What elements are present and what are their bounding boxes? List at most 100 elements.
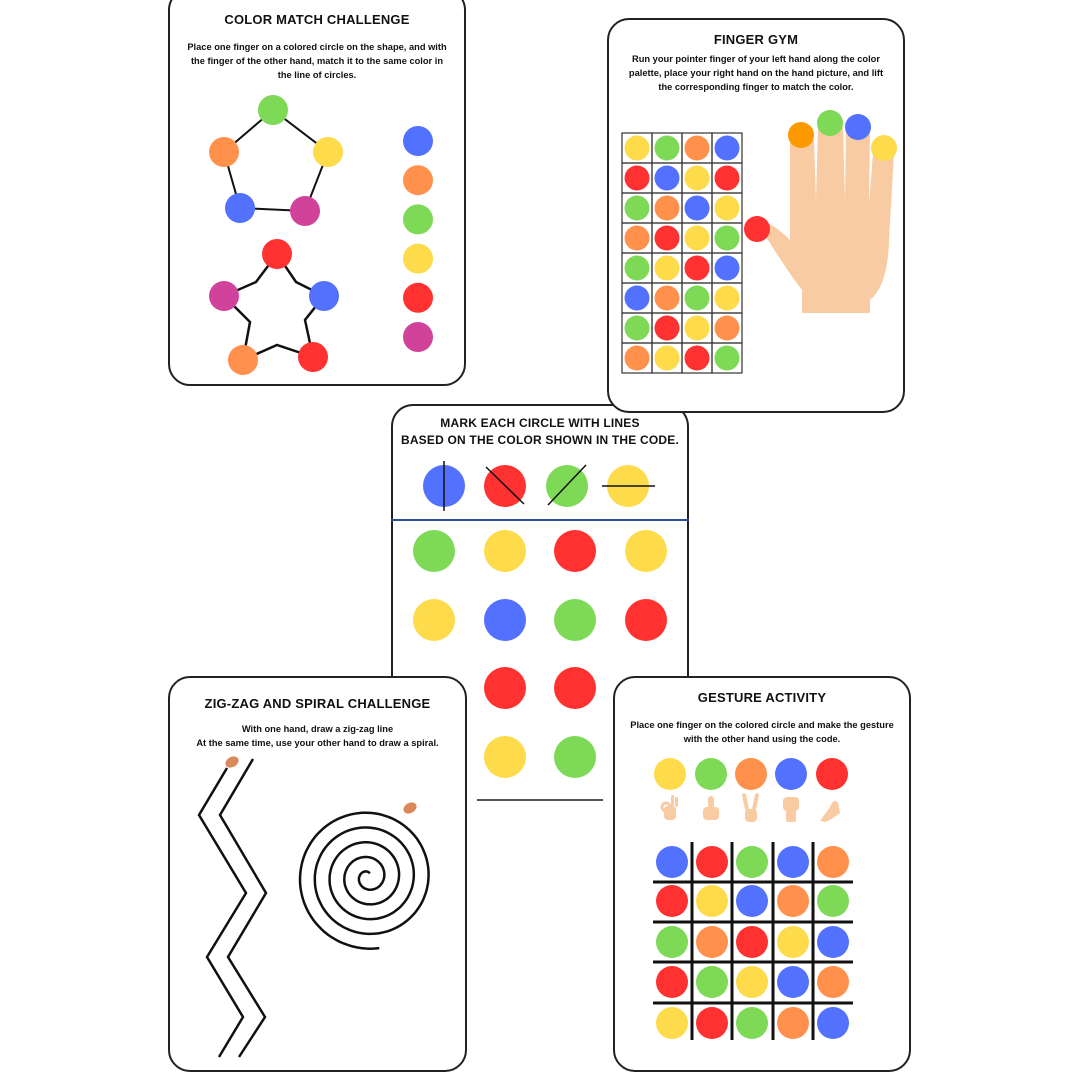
card-title: COLOR MATCH CHALLENGE (224, 12, 410, 27)
column-circle (403, 322, 433, 352)
card-instructions: Place one finger on the colored circle a… (615, 718, 909, 746)
palette-circle (714, 165, 740, 191)
palette-circle (654, 345, 680, 371)
instruction-line: Place one finger on a colored circle on … (187, 42, 447, 52)
star-circle (262, 239, 292, 269)
pentagon-circle (209, 137, 239, 167)
thumb-tip-circle (744, 216, 770, 242)
grid-circle (696, 926, 728, 958)
palette-circle (714, 195, 740, 221)
instruction-line: With one hand, draw a zig-zag line (241, 724, 394, 734)
grid-circle (484, 530, 526, 572)
grid-circle (656, 846, 688, 878)
palette-circle (624, 195, 650, 221)
mark-circles-graphic (391, 461, 689, 778)
grid-circle (817, 1007, 849, 1039)
column-circle (403, 282, 433, 313)
star-circle (228, 345, 258, 375)
star-circle (309, 281, 339, 311)
grid-circle (554, 667, 596, 709)
pentagon-circle (258, 95, 288, 125)
palette-circle (654, 285, 680, 311)
grid-circle (484, 736, 526, 778)
palette-circle (714, 285, 740, 311)
palette-circle (624, 135, 650, 161)
gesture-activity-card: GESTURE ACTIVITY Place one finger on the… (613, 676, 911, 1072)
grid-circle (413, 530, 455, 572)
grid-circle (625, 599, 667, 641)
grid-circle (554, 530, 596, 572)
finger-gym-graphic (621, 110, 897, 374)
grid-circle (696, 846, 728, 878)
palette-circle (624, 315, 650, 341)
column-circle (403, 243, 433, 274)
grid-circle (554, 736, 596, 778)
raised-fist-icon (783, 797, 799, 822)
palette-circle (654, 255, 680, 281)
grid-circle (696, 885, 728, 917)
grid-circle (484, 667, 526, 709)
diagonal-down-mark-line (485, 466, 525, 505)
palette-circle (684, 225, 710, 251)
instruction-line: At the same time, use your other hand to… (196, 738, 439, 748)
grid-circle (696, 1007, 728, 1039)
card-instructions: With one hand, draw a zig-zag line At th… (170, 722, 465, 750)
pencil-hand-icon (403, 802, 417, 814)
hand-picture (758, 123, 894, 313)
grid-circle (484, 599, 526, 641)
grid-circle (696, 966, 728, 998)
grid-circle (817, 926, 849, 958)
instruction-line: the line of circles. (277, 70, 357, 80)
grid-circle (777, 846, 809, 878)
instruction-line: with the other hand using the code. (683, 734, 841, 744)
grid-circle (777, 966, 809, 998)
zigzag-spiral-card: ZIG-ZAG AND SPIRAL CHALLENGE With one ha… (168, 676, 467, 1072)
color-match-graphic (209, 95, 433, 375)
palette-circle (624, 225, 650, 251)
grid-circle (777, 1007, 809, 1039)
palette-circle (624, 285, 650, 311)
code-circle (775, 758, 807, 790)
palette-circle (684, 135, 710, 161)
palette-circle (654, 135, 680, 161)
card-title: ZIG-ZAG AND SPIRAL CHALLENGE (204, 696, 431, 711)
star-circle (209, 281, 239, 311)
gesture-graphic (653, 758, 853, 1040)
card-instructions: Place one finger on a colored circle on … (170, 40, 464, 82)
palette-circle (714, 255, 740, 281)
palette-circle (654, 225, 680, 251)
victory-hand-icon (742, 793, 759, 822)
grid-cell (711, 342, 743, 374)
card-title-line: BASED ON THE COLOR SHOWN IN THE CODE. (400, 433, 680, 447)
palette-circle (684, 345, 710, 371)
pencil-hand-icon (225, 756, 239, 768)
palette-circle (624, 255, 650, 281)
palette-circle (624, 165, 650, 191)
palette-circle (684, 315, 710, 341)
grid-circle (817, 846, 849, 878)
grid-circle (736, 926, 768, 958)
instruction-line: Place one finger on the colored circle a… (630, 720, 894, 730)
instruction-line: palette, place your right hand on the ha… (628, 68, 884, 78)
zigzag-line-right (218, 758, 268, 1058)
card-title: GESTURE ACTIVITY (697, 690, 827, 705)
pinched-fingers-icon (820, 800, 840, 822)
pinky-tip-circle (871, 135, 897, 161)
grid-circle (413, 599, 455, 641)
finger-gym-card: FINGER GYM Run your pointer finger of yo… (607, 18, 905, 413)
thumbs-up-icon (703, 796, 719, 820)
grid-circle (817, 885, 849, 917)
column-circle (403, 126, 433, 156)
pentagon-circle (313, 137, 343, 167)
card-title: FINGER GYM (713, 32, 799, 47)
palette-circle (684, 195, 710, 221)
code-circle (816, 758, 848, 790)
code-circle (695, 758, 727, 790)
pentagon-circle (225, 193, 255, 223)
spiral-line (298, 811, 430, 950)
middle-tip-circle (817, 110, 843, 136)
grid-circle (777, 885, 809, 917)
diagonal-up-mark-line (547, 464, 587, 506)
palette-circle (714, 315, 740, 341)
